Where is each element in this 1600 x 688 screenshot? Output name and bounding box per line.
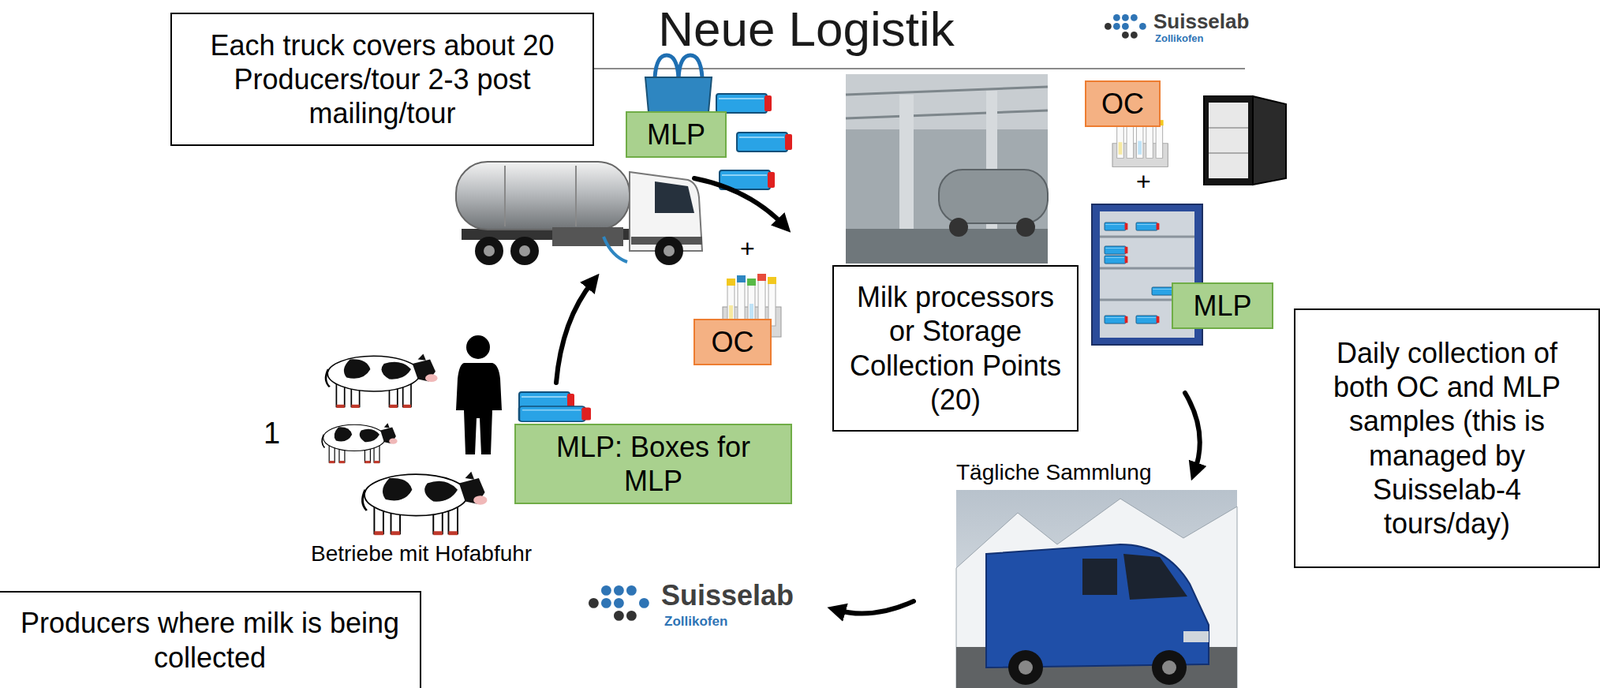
- illustration-part: [938, 169, 1048, 224]
- illustration-part: [1104, 315, 1128, 324]
- box-text: Daily collection of both OC and MLP samp…: [1306, 336, 1588, 541]
- illustration-part: [603, 236, 628, 262]
- illustration-part: [845, 110, 1048, 119]
- mlp-tag: MLP: Boxes for MLP: [514, 423, 793, 505]
- illustration-part: [556, 280, 594, 383]
- illustration-part: [956, 498, 1238, 688]
- mlp-tag: MLP: [1171, 282, 1274, 329]
- illustration-part: [845, 86, 1048, 95]
- oc-tag: OC: [693, 318, 772, 366]
- illustration-part: [474, 236, 504, 266]
- fridge: [1203, 96, 1286, 185]
- illustration-part: [1008, 650, 1043, 685]
- illustration-part: [483, 245, 495, 257]
- storage-hall-photo: [845, 74, 1048, 264]
- illustration-part: [1082, 558, 1118, 595]
- logo-text: Suisselab: [1153, 10, 1249, 34]
- box-text: MLP: [646, 117, 706, 152]
- illustration-part: [663, 245, 675, 257]
- box-text: MLP: Boxes for MLP: [527, 429, 780, 498]
- illustration-part: [1136, 222, 1159, 231]
- milk-truck: [456, 161, 703, 266]
- oc-tag: OC: [1084, 80, 1161, 128]
- illustration-part: [519, 406, 591, 422]
- box-text: Milk processors or Storage Collection Po…: [844, 280, 1066, 417]
- plus-sign: +: [1136, 167, 1152, 197]
- sample-bag: [645, 55, 712, 113]
- illustration-part: [1104, 255, 1128, 264]
- illustration-part: [362, 471, 487, 535]
- illustration-part: [1162, 660, 1177, 675]
- title-rule: [594, 67, 1245, 70]
- logo-text: Suisselab: [661, 579, 794, 612]
- illustration-part: [575, 165, 577, 227]
- illustration-part: [949, 217, 969, 237]
- illustration-part: [678, 55, 703, 78]
- callout-number: 1: [263, 416, 281, 452]
- caption-label: Tägliche Sammlung: [956, 459, 1152, 486]
- illustration-part: [986, 544, 1209, 668]
- illustration-part: [736, 132, 793, 152]
- illustration-part: [1136, 315, 1159, 324]
- illustration-part: [1252, 96, 1286, 185]
- logo-subtext: Zollikofen: [664, 613, 728, 630]
- delivery-van-photo: [956, 489, 1238, 688]
- box-text: MLP: [1192, 288, 1252, 323]
- illustration-part: [456, 362, 502, 455]
- illustration-part: [1203, 96, 1253, 185]
- illustration-part: [654, 55, 679, 78]
- mlp-tag: MLP: [625, 111, 727, 158]
- illustration-part: [1208, 152, 1249, 154]
- illustration-part: [845, 228, 1048, 264]
- illustration-part: [1123, 553, 1188, 600]
- caption-label: Betriebe mit Hofabfuhr: [310, 541, 532, 567]
- illustration-part: [1016, 217, 1036, 237]
- box-text: OC: [1101, 86, 1144, 121]
- illustration-part: [519, 245, 531, 257]
- logo-subtext: Zollikofen: [1155, 33, 1204, 45]
- box-text: Each truck covers about 20 Producers/tou…: [183, 28, 582, 131]
- note-box: Producers where milk is being collected: [0, 590, 422, 688]
- illustration-part: [504, 165, 506, 227]
- illustration-part: [325, 353, 438, 408]
- note-box: Milk processors or Storage Collection Po…: [832, 265, 1079, 432]
- illustration-part: [456, 161, 630, 230]
- illustration-part: [1104, 14, 1147, 39]
- farmer-figure: [456, 335, 502, 455]
- illustration-part: [1208, 102, 1249, 179]
- illustration-part: [1151, 650, 1187, 685]
- diagram-title: Neue Logistik: [569, 0, 1043, 59]
- illustration-part: [1099, 235, 1195, 239]
- illustration-part: [645, 77, 712, 113]
- illustration-part: [510, 236, 539, 266]
- illustration-part: [654, 181, 695, 214]
- box-text: Producers where milk is being collected: [11, 605, 409, 674]
- illustration-part: [1183, 631, 1209, 643]
- illustration-part: [1018, 660, 1033, 675]
- illustration-part: [1099, 267, 1195, 270]
- note-box: Each truck covers about 20 Producers/tou…: [170, 12, 595, 146]
- flow-arrows: [556, 178, 1200, 614]
- illustration-part: [321, 422, 397, 464]
- note-box: Daily collection of both OC and MLP samp…: [1293, 308, 1600, 569]
- illustration-part: [552, 227, 624, 247]
- illustration-part: [956, 489, 1238, 688]
- box-text: OC: [711, 325, 755, 359]
- illustration-part: [1104, 246, 1128, 255]
- illustration-part: [1208, 127, 1249, 129]
- illustration-part: [716, 93, 772, 113]
- illustration-part: [836, 601, 914, 614]
- illustration-part: [654, 236, 684, 266]
- illustration-part: [588, 585, 650, 621]
- illustration-part: [1185, 392, 1200, 472]
- illustration-part: [466, 335, 490, 359]
- plus-sign: +: [740, 234, 756, 264]
- illustration-part: [1104, 222, 1128, 231]
- illustration-part: [845, 74, 1048, 264]
- illustration-part: [694, 178, 785, 226]
- illustration-part: [845, 74, 1048, 130]
